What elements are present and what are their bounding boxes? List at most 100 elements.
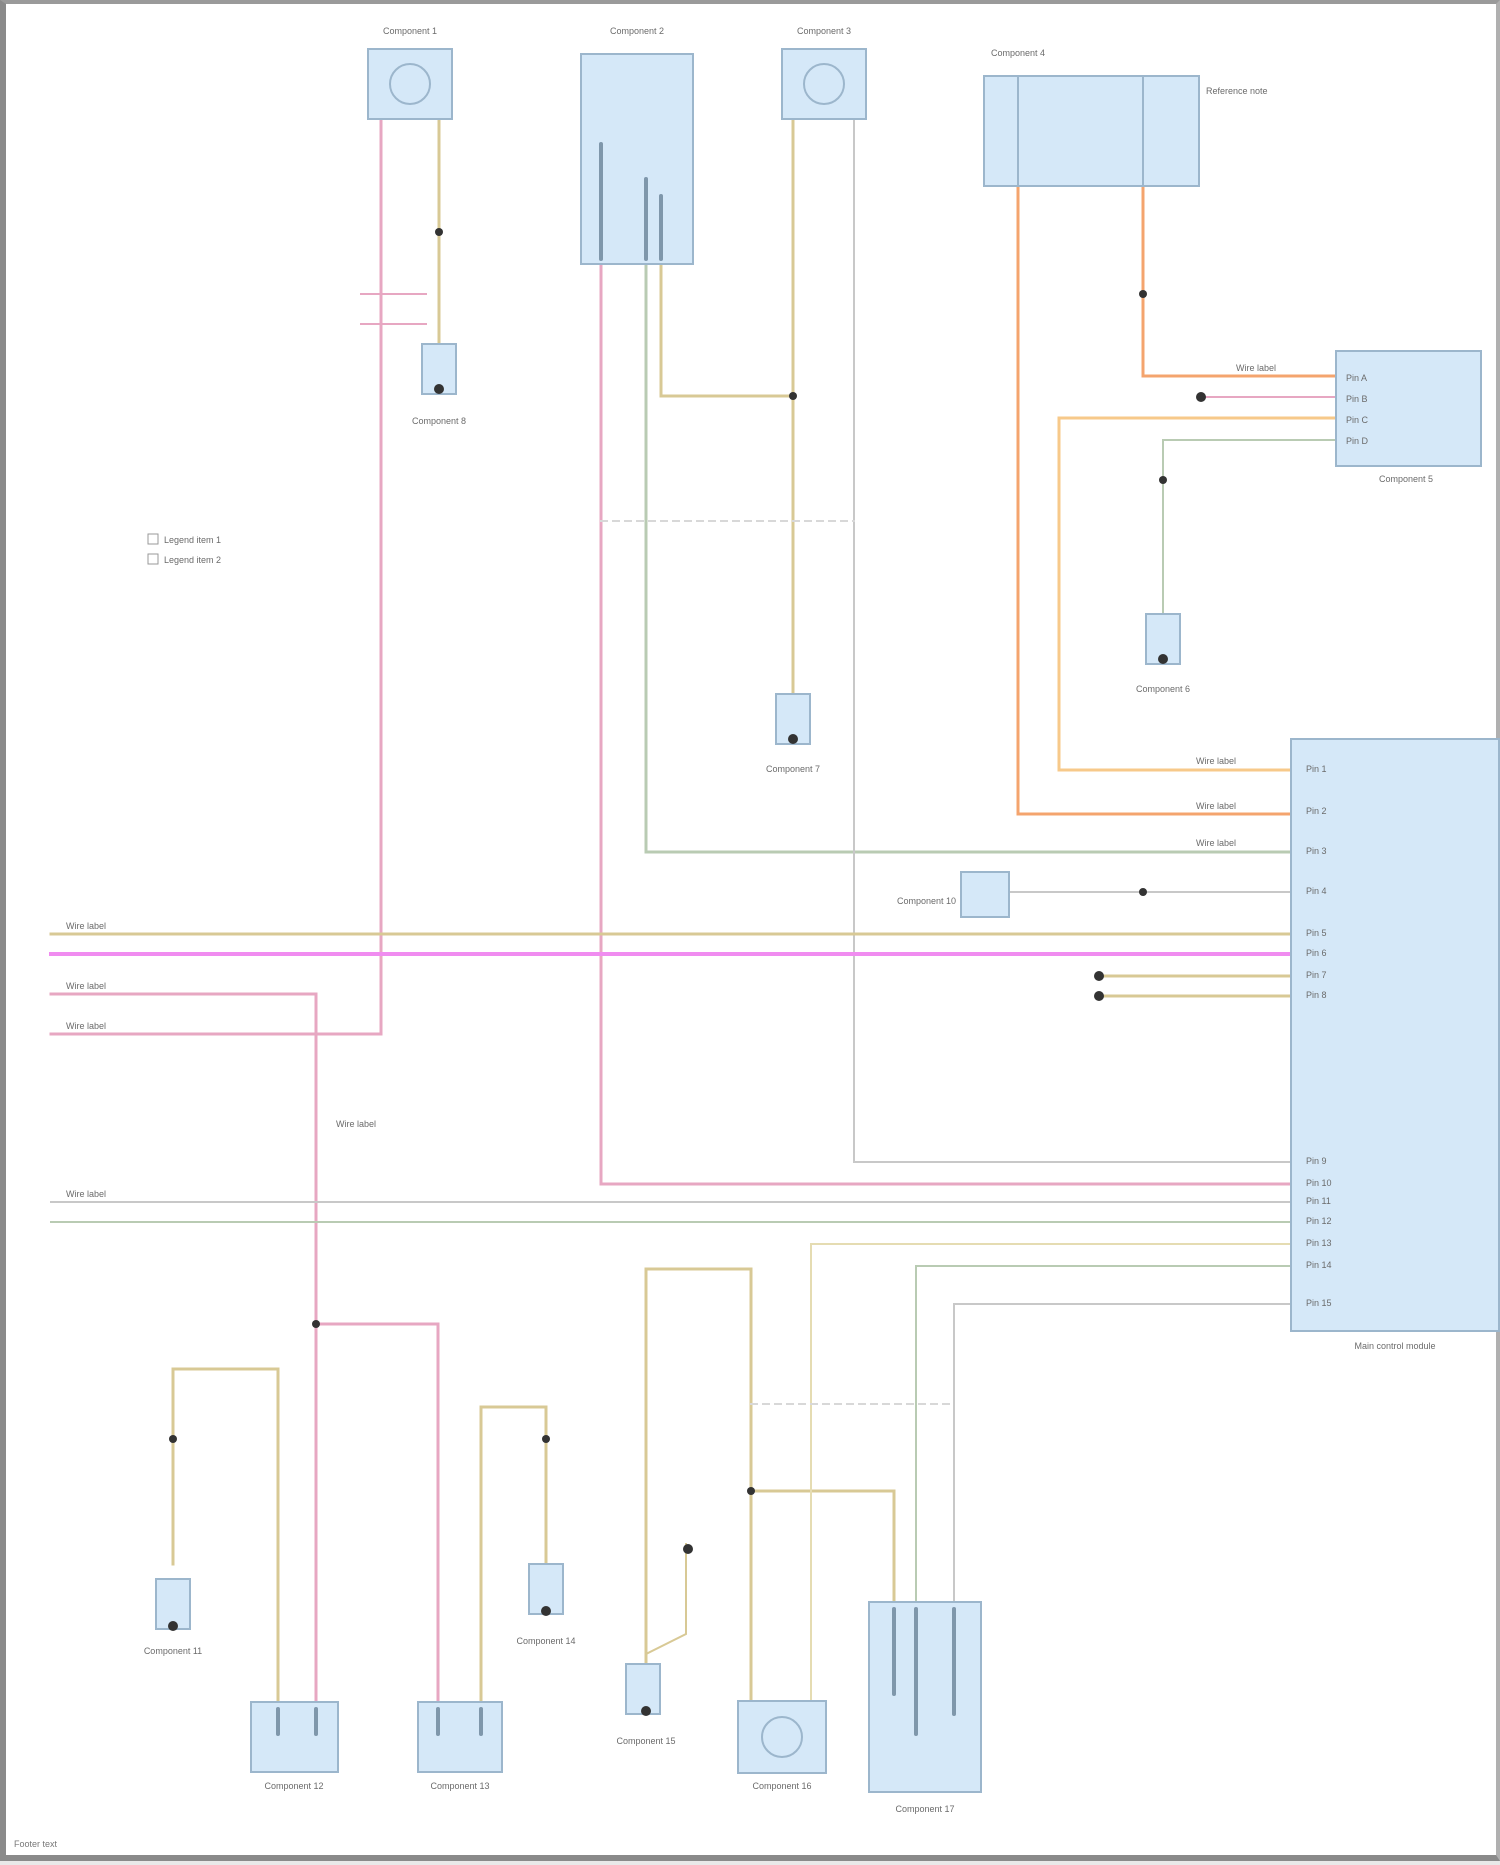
legend-item: Legend item 1 [164, 535, 221, 545]
component-1-body [368, 49, 452, 119]
ground-icon [434, 384, 444, 394]
wire-tan-bottom-loop [646, 1269, 751, 1704]
component-2[interactable]: Component 2 [581, 26, 693, 264]
wire-pink-left-feed [51, 994, 438, 1704]
module-pin-label: Pin 12 [1306, 1216, 1332, 1226]
module-pin-label: Pin 14 [1306, 1260, 1332, 1270]
wire-pink-left-riser [51, 119, 381, 1034]
component-4-label: Component 4 [991, 48, 1045, 58]
wire-green-grey-to-module [916, 1266, 1291, 1604]
component-4-body [984, 76, 1199, 186]
component-4[interactable]: Component 4 Reference note [984, 48, 1268, 186]
wire-orange-right [1143, 179, 1336, 376]
component-14[interactable]: Component 14 [516, 1564, 575, 1646]
wire-green-grey-ground [1163, 440, 1336, 624]
component-5-body [1336, 351, 1481, 466]
ground-icon [1158, 654, 1168, 664]
module-pin-label: Pin 10 [1306, 1178, 1332, 1188]
component-16-label: Component 16 [752, 1781, 811, 1791]
component-15-label: Component 15 [616, 1736, 675, 1746]
ground-icon [168, 1621, 178, 1631]
module-pin-label: Pin 8 [1306, 990, 1327, 1000]
component-15[interactable]: Component 15 [616, 1664, 675, 1746]
component-6[interactable]: Component 6 [1136, 614, 1190, 694]
module-pin-label: Pin 4 [1306, 886, 1327, 896]
component-14-label: Component 14 [516, 1636, 575, 1646]
splice-dot [747, 1487, 755, 1495]
wire-label: Wire label [66, 1021, 106, 1031]
main-control-module-label: Main control module [1354, 1341, 1435, 1351]
wire-label: Wire label [66, 981, 106, 991]
wire-label: Wire label [1196, 801, 1236, 811]
module-pin-label: Pin 3 [1306, 846, 1327, 856]
component-12-body [251, 1702, 338, 1772]
wire-grey-right-riser [854, 114, 1291, 1162]
module-pin-label: Pin 9 [1306, 1156, 1327, 1166]
wire-label: Wire label [66, 1189, 106, 1199]
module-pin-label: Pin 11 [1306, 1196, 1331, 1206]
component-16[interactable]: Component 16 [738, 1701, 826, 1791]
ground-icon [788, 734, 798, 744]
component-5[interactable]: Pin A Pin B Pin C Pin D Component 5 [1336, 351, 1481, 484]
component-13-body [418, 1702, 502, 1772]
module-pin-label: Pin 2 [1306, 806, 1327, 816]
component-11-label: Component 11 [144, 1646, 202, 1656]
legend-swatch [148, 534, 158, 544]
component-12[interactable]: Component 12 [251, 1702, 338, 1791]
wire-label: Wire label [1196, 838, 1236, 848]
wire-labels: Wire label Wire label Wire label Wire la… [66, 363, 1276, 1199]
splice-dot [542, 1435, 550, 1443]
component-17-body [869, 1602, 981, 1792]
module-pin-label: Pin 5 [1306, 928, 1327, 938]
wire-green-grey-module-riser [646, 259, 1291, 852]
sensor-pin-label: Pin A [1346, 373, 1367, 383]
component-13-label: Component 13 [430, 1781, 489, 1791]
component-11[interactable]: Component 11 [144, 1579, 202, 1656]
module-pin-label: Pin 7 [1306, 970, 1327, 980]
splice-dot [1159, 476, 1167, 484]
component-10[interactable]: Component 10 [897, 872, 1009, 917]
component-8[interactable]: Component 8 [412, 344, 466, 426]
legend-swatch [148, 554, 158, 564]
wire-tan-bottom-splice [751, 1491, 894, 1604]
component-5-label: Component 5 [1379, 474, 1433, 484]
sensor-pin-label: Pin C [1346, 415, 1369, 425]
component-17-label: Component 17 [895, 1804, 954, 1814]
component-7-label: Component 7 [766, 764, 820, 774]
component-6-label: Component 6 [1136, 684, 1190, 694]
component-1[interactable]: Component 1 [368, 26, 452, 119]
component-13[interactable]: Component 13 [418, 1702, 502, 1791]
component-2-label: Component 2 [610, 26, 664, 36]
sensor-pin-label: Pin D [1346, 436, 1369, 446]
main-control-module[interactable]: Pin 1 Pin 2 Pin 3 Pin 4 Pin 5 Pin 6 Pin … [1291, 739, 1499, 1351]
component-3-body [782, 49, 866, 119]
component-17[interactable]: Component 17 [869, 1602, 981, 1814]
wire-tan-module-to-sensor [661, 259, 793, 396]
component-10-label: Component 10 [897, 896, 956, 906]
component-4-note: Reference note [1206, 86, 1268, 96]
module-pin-label: Pin 1 [1306, 764, 1327, 774]
wire-pink-mid-riser [601, 259, 1291, 1184]
wire-label: Wire label [336, 1119, 376, 1129]
ground-icon [641, 1706, 651, 1716]
component-2-body [581, 54, 693, 264]
component-12-label: Component 12 [264, 1781, 323, 1791]
splice-dot [435, 228, 443, 236]
legend-item: Legend item 2 [164, 555, 221, 565]
wire-label: Wire label [1236, 363, 1276, 373]
splice-dot [789, 392, 797, 400]
wire-light-orange-loop [1059, 418, 1336, 770]
wiring-diagram: Component 1 Component 2 Component 3 Comp… [6, 4, 1500, 1865]
footer-text: Footer text [14, 1839, 57, 1849]
sensor-pin-label: Pin B [1346, 394, 1368, 404]
splice-dot [1196, 392, 1206, 402]
wire-tan-bottom-mid-loop [481, 1407, 546, 1704]
component-3[interactable]: Component 3 [782, 26, 866, 119]
module-pin-label: Pin 13 [1306, 1238, 1332, 1248]
ground-icon [541, 1606, 551, 1616]
wire-grey-to-module [954, 1304, 1291, 1604]
splice-dot [1094, 971, 1104, 981]
component-16-body [738, 1701, 826, 1773]
component-8-label: Component 8 [412, 416, 466, 426]
component-7[interactable]: Component 7 [766, 694, 820, 774]
